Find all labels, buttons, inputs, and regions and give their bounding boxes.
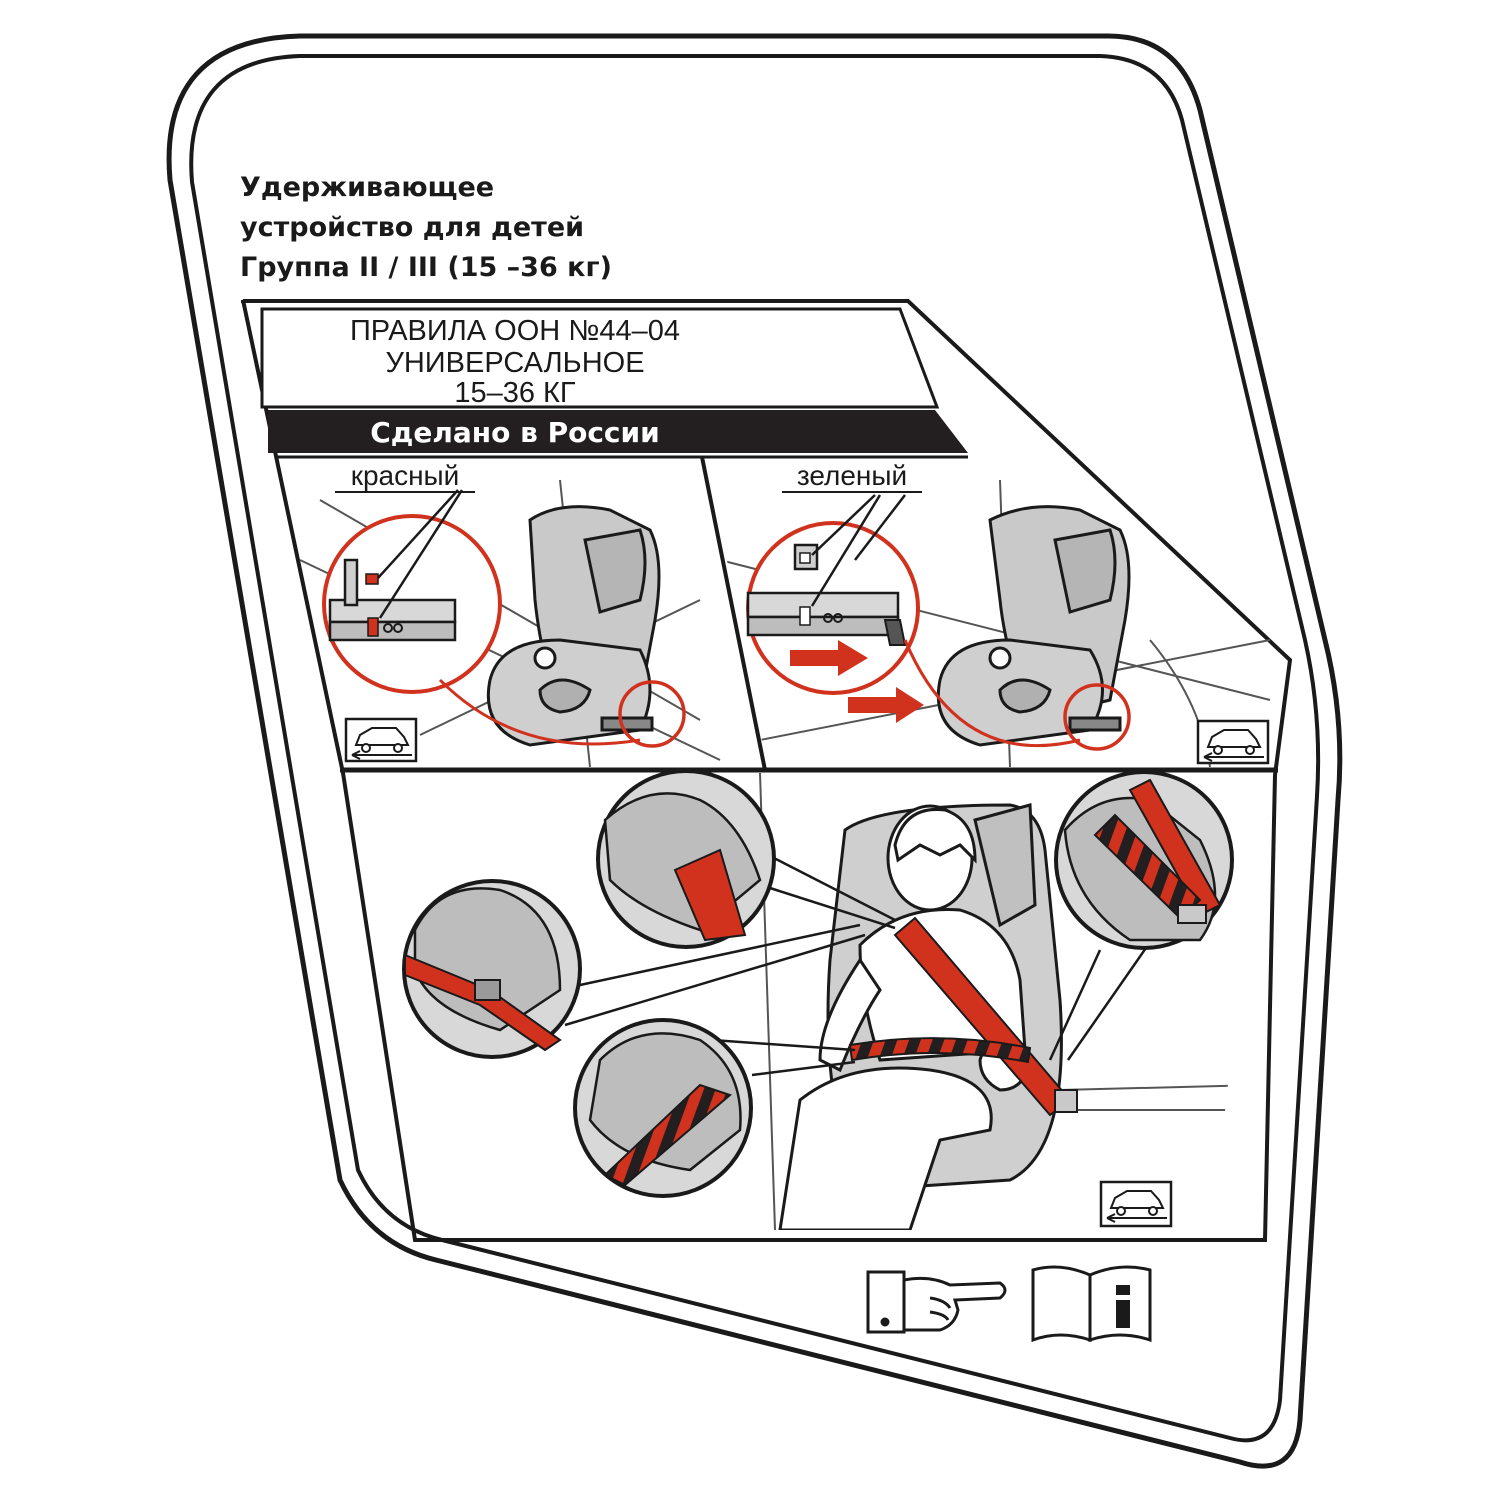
car-forward-facing-icon bbox=[1099, 1180, 1173, 1228]
title-line-2: устройство для детей bbox=[240, 212, 584, 243]
pointing-hand-icon bbox=[866, 1270, 1007, 1334]
origin-band bbox=[268, 410, 968, 453]
approval-box bbox=[260, 307, 940, 409]
booster-seat-right bbox=[936, 505, 1131, 747]
approval-line-3: 15–36 КГ bbox=[454, 377, 576, 409]
callout-shoulder bbox=[596, 769, 776, 949]
approval-line-2: УНИВЕРСАЛЬНОЕ bbox=[385, 347, 644, 379]
push-arrow-upper bbox=[790, 640, 868, 676]
isofix-panel-green bbox=[719, 479, 1271, 767]
read-manual-info-icon bbox=[1031, 1265, 1152, 1343]
indicator-red-lower bbox=[367, 617, 379, 637]
title-line-1: Удерживающее bbox=[240, 172, 494, 203]
callout-headrest-guide bbox=[402, 879, 582, 1059]
zoom-target-right bbox=[1063, 683, 1131, 751]
isofix-label-red: красный bbox=[351, 460, 460, 491]
indicator-red-upper bbox=[365, 573, 379, 585]
indicator-green-upper bbox=[799, 552, 811, 564]
isofix-panel-red bbox=[299, 479, 721, 767]
indicator-green-lower bbox=[799, 606, 811, 626]
isofix-label-green: зеленый bbox=[797, 460, 907, 491]
origin-band-label: Сделано в России bbox=[370, 416, 660, 449]
callout-lap-guide bbox=[573, 1018, 753, 1198]
lap-belt bbox=[848, 1037, 1032, 1064]
car-forward-facing-icon bbox=[344, 717, 418, 763]
title-line-3: Группа II / III (15 –36 кг) bbox=[240, 252, 612, 283]
car-forward-facing-icon bbox=[1196, 719, 1270, 765]
callout-buckle bbox=[1054, 770, 1234, 950]
booster-seat-left bbox=[486, 505, 661, 747]
zoom-target-left bbox=[618, 680, 686, 748]
panel-divider-vertical bbox=[700, 456, 767, 771]
push-arrow-lower bbox=[848, 687, 924, 723]
approval-line-1: ПРАВИЛА ООН №44–04 bbox=[350, 315, 680, 347]
